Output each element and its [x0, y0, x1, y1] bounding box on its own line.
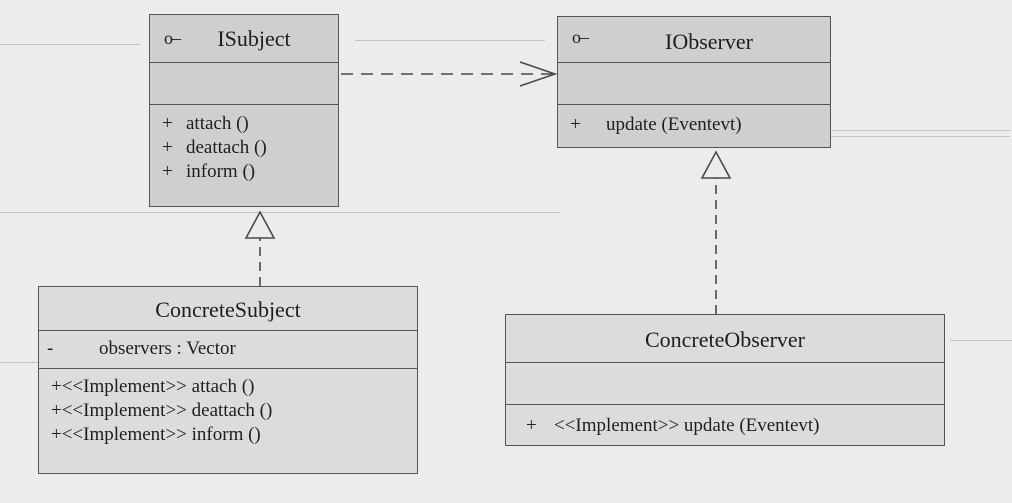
concrete-subject-class[interactable]: ConcreteSubject -observers : Vector +<<I… [38, 286, 418, 474]
isubject-method-inform: +inform () [162, 161, 256, 182]
concrete-subject-attribute-observers: -observers : Vector [47, 338, 236, 359]
scan-line [830, 136, 1010, 137]
dependency-arrowhead-icon [519, 61, 558, 87]
scan-line [0, 44, 140, 45]
concrete-observer-attributes-compartment [506, 363, 944, 405]
isubject-name: ISubject [217, 26, 291, 51]
concrete-observer-name-compartment: ConcreteObserver [506, 315, 944, 363]
concrete-subject-method-deattach: +<<Implement>> deattach () [51, 400, 273, 421]
concrete-subject-name: ConcreteSubject [155, 297, 301, 322]
concrete-subject-method-inform: +<<Implement>> inform () [51, 424, 261, 445]
isubject-name-compartment: o– ISubject [150, 15, 338, 63]
iobserver-attributes-compartment [558, 63, 830, 105]
isubject-method-attach: +attach () [162, 113, 249, 134]
realization-triangle-icon [244, 210, 276, 239]
realization-triangle-icon [700, 150, 732, 179]
iobserver-methods-compartment: +update (Eventevt) [558, 105, 830, 137]
iobserver-name: IObserver [665, 29, 753, 54]
concrete-observer-class[interactable]: ConcreteObserver +<<Implement>> update (… [505, 314, 945, 446]
iobserver-class[interactable]: o– IObserver +update (Eventevt) [557, 16, 831, 148]
concrete-observer-method-update: +<<Implement>> update (Eventevt) [526, 415, 820, 436]
isubject-methods-compartment: +attach () +deattach () +inform () [150, 105, 338, 184]
isubject-class[interactable]: o– ISubject +attach () +deattach () +inf… [149, 14, 339, 207]
scan-line [0, 362, 40, 363]
concrete-subject-methods-compartment: +<<Implement>> attach () +<<Implement>> … [39, 369, 417, 447]
concrete-subject-name-compartment: ConcreteSubject [39, 287, 417, 331]
interface-lollipop-icon: o– [164, 28, 181, 48]
isubject-method-deattach: +deattach () [162, 137, 267, 158]
scan-line [950, 340, 1012, 341]
interface-lollipop-icon: o– [572, 27, 589, 47]
concrete-subject-method-attach: +<<Implement>> attach () [51, 376, 255, 397]
concrete-observer-methods-compartment: +<<Implement>> update (Eventevt) [506, 405, 944, 438]
concrete-subject-attributes-compartment: -observers : Vector [39, 331, 417, 369]
scan-line [0, 212, 560, 213]
scan-line [355, 40, 545, 41]
iobserver-name-compartment: o– IObserver [558, 17, 830, 63]
scan-line [830, 130, 1010, 131]
isubject-attributes-compartment [150, 63, 338, 105]
iobserver-method-update: +update (Eventevt) [570, 114, 742, 135]
concrete-observer-name: ConcreteObserver [644, 327, 806, 352]
